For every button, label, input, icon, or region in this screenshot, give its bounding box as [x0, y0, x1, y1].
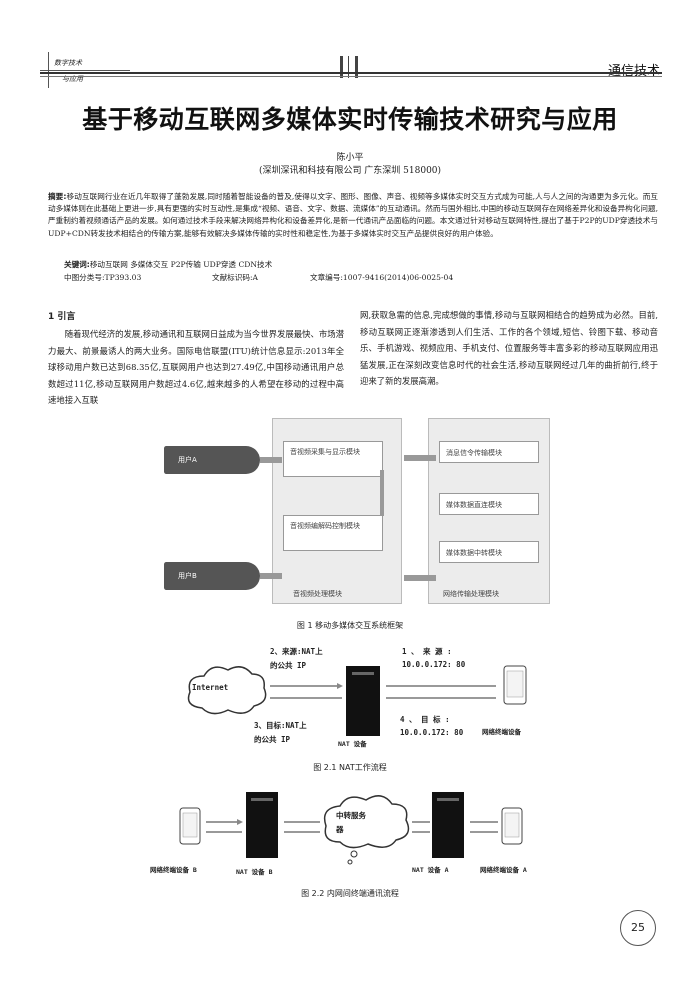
- figure-2-2: 中转服务 器 网络终端设备 B NAT 设备 B NAT 设备 A 网络终端设备…: [150, 786, 560, 882]
- network-processing-panel: 消息信令传输模块 媒体数据直连模块 媒体数据中转模块 网络传输处理模块: [428, 418, 550, 604]
- nat-b-label: NAT 设备 B: [236, 868, 273, 876]
- affiliation: (深圳深讯和科技有限公司 广东深圳 518000): [258, 166, 442, 176]
- section-heading: 1 引言: [48, 312, 76, 322]
- figure-2-1-caption: 图 2.1 NAT工作流程: [313, 763, 387, 772]
- source-1-line2: 10.0.0.172: 80: [402, 660, 466, 669]
- target-4-line1: 4 、 目 标 :: [400, 715, 450, 724]
- nat-a-server: [432, 792, 464, 858]
- clc-number: 中图分类号:TP393.03: [64, 273, 142, 282]
- nat-a-label: NAT 设备 A: [412, 866, 449, 874]
- media-direct-module: 媒体数据直连模块: [439, 493, 539, 515]
- article-number: 文章编号:1007-9416(2014)06-0025-04: [310, 273, 454, 282]
- header-rule-thin: [40, 76, 662, 77]
- abstract-text: 移动互联网行业在近几年取得了蓬勃发展,同时随着智能设备的普及,使得以文字、图形、…: [48, 192, 659, 238]
- document-code: 文献标识码:A: [212, 273, 259, 282]
- av-panel-label: 音视频处理模块: [293, 590, 342, 598]
- target-4-line2: 10.0.0.172: 80: [400, 728, 464, 737]
- relay-label-line1: 中转服务: [336, 811, 366, 820]
- relay-label-line2: 器: [336, 825, 344, 834]
- figure-1: 用户A 用户B 音视频采集与显示模块 音视频编解码控制模块 音视频处理模块 消息…: [160, 418, 550, 614]
- abstract-label: 摘要:: [48, 192, 67, 201]
- figure-2-2-caption: 图 2.2 内网间终端通讯流程: [301, 889, 399, 898]
- keywords-text: 移动互联网 多媒体交互 P2P传输 UDP穿透 CDN技术: [89, 260, 273, 269]
- journal-name-line2: 与应用: [62, 75, 83, 83]
- av-codec-module: 音视频编解码控制模块: [283, 515, 383, 551]
- source-2-line1: 2、来源:NAT上: [270, 647, 323, 656]
- figure-2-1-graphics: [187, 665, 527, 736]
- nat-device-label: NAT 设备: [338, 740, 367, 748]
- paper-title: 基于移动互联网多媒体实时传输技术研究与应用: [82, 105, 618, 134]
- nat-device-server: [346, 666, 380, 736]
- figure-2-2-graphics: [179, 792, 523, 865]
- figure-1-caption: 图 1 移动多媒体交互系统框架: [296, 621, 404, 630]
- media-relay-module: 媒体数据中转模块: [439, 541, 539, 563]
- target-3-line2: 的公共 IP: [254, 735, 291, 744]
- user-a-node: 用户A: [164, 446, 260, 474]
- abstract: 摘要:移动互联网行业在近几年取得了蓬勃发展,同时随着智能设备的普及,使得以文字、…: [48, 191, 658, 240]
- figure-2-1: Internet 2、来源:NAT上 的公共 IP 1 、 来 源 : 10.0…: [170, 640, 550, 750]
- body-left-column: 随着现代经济的发展,移动通讯和互联网日益成为当今世界发展最快、市场潜力最大、前景…: [48, 329, 344, 406]
- keywords-label: 关键词:: [64, 260, 90, 269]
- network-panel-label: 网络传输处理模块: [443, 590, 499, 598]
- terminal-b-label: 网络终端设备 B: [150, 866, 197, 874]
- target-3-line1: 3、目标:NAT上: [254, 721, 307, 730]
- user-b-node: 用户B: [164, 562, 260, 590]
- message-signaling-module: 消息信令传输模块: [439, 441, 539, 463]
- page-number: 25: [620, 910, 656, 946]
- source-2-line2: 的公共 IP: [270, 661, 307, 670]
- av-capture-module: 音视频采集与显示模块: [283, 441, 383, 477]
- keywords: 关键词:移动互联网 多媒体交互 P2P传输 UDP穿透 CDN技术: [64, 259, 272, 270]
- terminal-a-label: 网络终端设备 A: [480, 866, 527, 874]
- header-bars: [338, 56, 362, 78]
- figure-1-arrows: [260, 455, 436, 581]
- journal-name-line1: 数字技术: [54, 59, 82, 67]
- relay-server-cloud: [323, 795, 410, 849]
- header-rule: [40, 72, 662, 74]
- nat-b-server: [246, 792, 278, 858]
- body-right-column: 网,获取急需的信息,完成想做的事情,移动与互联网相结合的趋势成为必然。目前,移动…: [360, 310, 658, 387]
- internet-label: Internet: [192, 683, 229, 692]
- internet-cloud: [187, 666, 267, 715]
- source-1-line1: 1 、 来 源 :: [402, 647, 452, 656]
- section-label: 通信技术: [608, 60, 660, 79]
- journal-logo: 数字技术 与应用: [40, 52, 130, 88]
- terminal-label: 网络终端设备: [482, 728, 521, 736]
- author: 陈小平: [336, 153, 364, 163]
